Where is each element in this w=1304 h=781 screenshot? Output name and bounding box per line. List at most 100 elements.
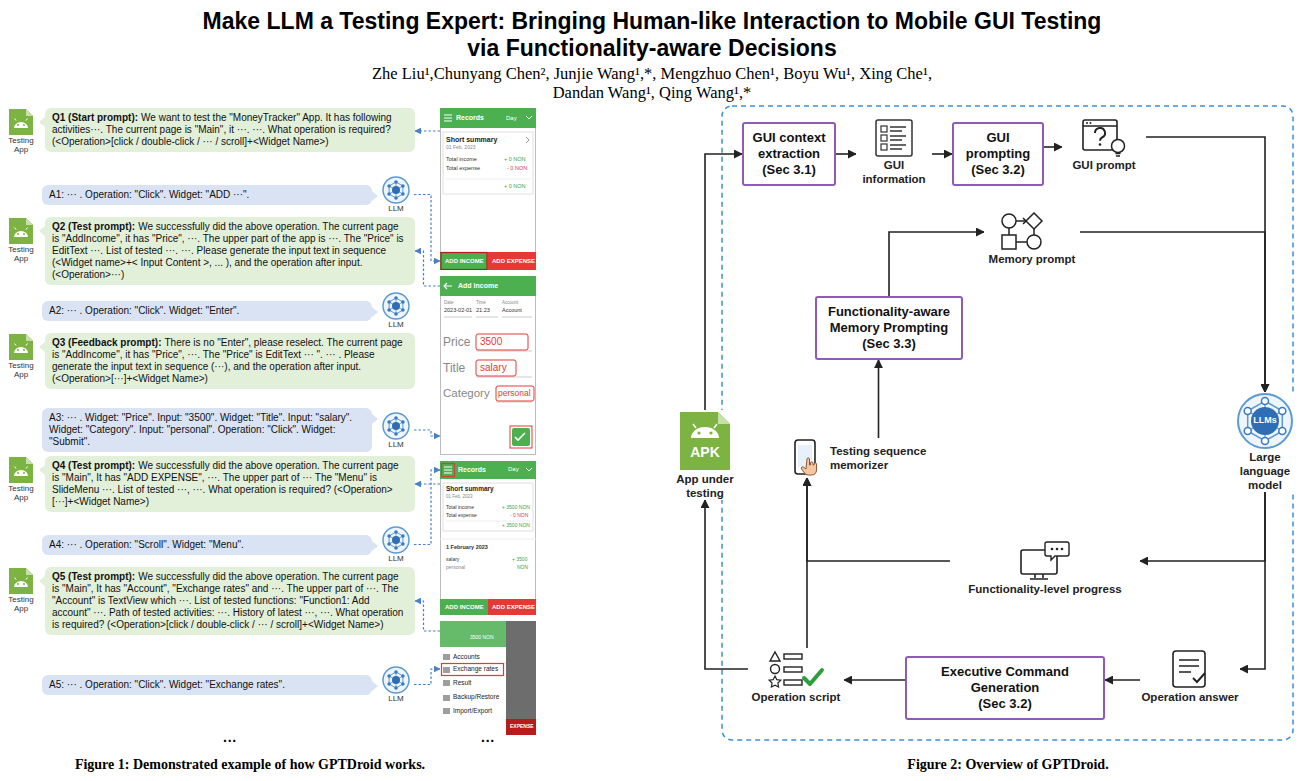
- answer-bubble-body: A4: ··· . Operation: "Scroll". Widget: "…: [42, 535, 372, 555]
- progress-icon: [1019, 540, 1071, 582]
- prompt-heading: Q1 (Start prompt):: [52, 112, 138, 123]
- box-title: Executive Command Generation: [912, 664, 1098, 696]
- icon-label: Testing App: [2, 245, 40, 263]
- memory-prompt-icon: [1002, 213, 1042, 249]
- box-title: GUI prompting: [959, 130, 1037, 162]
- icon-label: LLM: [388, 204, 404, 213]
- memory-prompt-icon: Memory prompt: [984, 212, 1080, 266]
- app-icon: [9, 334, 33, 360]
- box-title: Functionality-aware Memory Prompting: [822, 304, 956, 336]
- process-box: GUI prompting(Sec 3.2): [952, 122, 1044, 186]
- prompt-bubble: Testing AppQ3 (Feedback prompt):There is…: [2, 333, 415, 389]
- operation-script-icon: [766, 648, 826, 690]
- screen-text: ADD INCOME: [445, 604, 484, 610]
- app-screenshot: RecordsDayShort summary01 Feb, 2023Total…: [440, 461, 536, 615]
- flow-arrow: [1146, 137, 1265, 392]
- progress-icon: Functionality-level progress: [950, 540, 1140, 596]
- node-label: Testing sequence memorizer: [830, 444, 942, 472]
- answer-bubble: A3: ··· . Widget: "Price". Input: "3500"…: [42, 408, 414, 452]
- flow-arrow: [1140, 492, 1265, 561]
- screen-text: Backup/Restore: [453, 694, 499, 701]
- screen-text: 3500: [480, 337, 502, 347]
- answer-bubble-body: A1: ··· . Operation: "Click". Widget: "A…: [42, 185, 372, 205]
- screen-text: salary: [446, 557, 459, 562]
- screen-text: 01 Feb, 2023: [446, 145, 475, 150]
- screen-text: ADD INCOME: [445, 258, 484, 264]
- answer-bubble: A5: ··· . Operation: "Click". Widget: "E…: [42, 666, 414, 703]
- screen-text: Records: [458, 466, 486, 473]
- screen-text: Result: [453, 680, 471, 687]
- screen-text: 1 February 2023: [446, 545, 488, 551]
- screen-text: Total income: [446, 505, 474, 510]
- bubble-text: A1: ··· . Operation: "Click". Widget: "A…: [49, 189, 249, 200]
- bubble-text: A4: ··· . Operation: "Scroll". Widget: "…: [49, 539, 244, 550]
- screen-text: Category: [443, 388, 490, 400]
- screen-text: ADD EXPENSE: [492, 258, 535, 264]
- paper-title: Make LLM a Testing Expert: Bringing Huma…: [202, 8, 1102, 62]
- box-title: GUI context extraction: [749, 130, 829, 162]
- screenshot-illustration: [440, 276, 536, 455]
- prompt-heading: Q3 (Feedback prompt):: [52, 337, 161, 348]
- screen-text: + 0 NON: [504, 157, 526, 163]
- screen-text: 2023-02-01: [444, 308, 472, 314]
- icon-label: Testing App: [2, 136, 40, 154]
- prompt-heading: Q2 (Test prompt):: [52, 221, 135, 232]
- prompt-bubble-body: Q2 (Test prompt):We successfully did the…: [45, 217, 415, 285]
- app-icon: [9, 109, 33, 135]
- screen-text: Exchange rates: [453, 666, 498, 673]
- screen-text: Account: [502, 308, 522, 314]
- operation-answer-icon: Operation answer: [1140, 648, 1240, 704]
- screen-text: - 0 NON: [507, 166, 527, 172]
- dotted-arrow: [415, 251, 440, 286]
- screen-text: + 3500: [512, 557, 527, 562]
- gui-prompt-icon: GUI prompt: [1062, 116, 1146, 172]
- gui-prompt-icon: [1083, 120, 1125, 156]
- figure-caption: Figure 2: Overview of GPTDroid.: [758, 756, 1258, 773]
- flow-arrow: [932, 153, 952, 155]
- node-label: Operation script: [752, 690, 841, 704]
- screen-text: - 0 NON: [510, 513, 528, 518]
- flow-arrow: [889, 232, 984, 296]
- prompt-bubble: Testing AppQ1 (Start prompt):We want to …: [2, 108, 415, 154]
- screenshot-illustration: [440, 108, 536, 270]
- operation-answer-icon: [1173, 651, 1205, 687]
- app-screenshot: 3500 NONAccountsExchange ratesResultBack…: [440, 621, 536, 735]
- llm-icon: [383, 527, 409, 553]
- node-label: GUI prompt: [1072, 158, 1135, 172]
- llm-icon: [382, 176, 410, 204]
- process-box: Functionality-aware Memory Prompting(Sec…: [815, 296, 963, 360]
- flow-arrow: [836, 153, 856, 155]
- screenshot-illustration: [440, 621, 536, 735]
- operation-answer-icon: [1169, 648, 1211, 690]
- screen-text: NON: [517, 565, 528, 570]
- operation-script-icon: Operation script: [748, 648, 844, 704]
- answer-bubble-body: A3: ··· . Widget: "Price". Input: "3500"…: [42, 408, 372, 452]
- dotted-arrow: [414, 430, 440, 436]
- screen-text: Add income: [458, 282, 498, 289]
- llm-icon: [383, 667, 409, 693]
- app-icon: [677, 410, 733, 472]
- prompt-bubble: Testing AppQ4 (Test prompt):We successfu…: [2, 456, 415, 512]
- flow-arrow: [1044, 146, 1062, 148]
- llm-icon: [382, 412, 410, 440]
- app-icon: [680, 412, 730, 470]
- app-icon: [4, 333, 38, 361]
- screen-text: Short summary: [446, 486, 494, 493]
- screen-text: + 3500 NON: [502, 505, 530, 510]
- app-icon: [4, 456, 38, 484]
- icon-label: LLM: [388, 694, 404, 703]
- screen-text: Accounts: [453, 654, 480, 661]
- progress-icon: [1021, 542, 1069, 579]
- dotted-arrow: [414, 195, 440, 262]
- screen-text: Account: [502, 301, 518, 306]
- gui-information-icon: [876, 120, 912, 156]
- prompt-bubble-body: Q4 (Test prompt):We successfully did the…: [45, 456, 415, 512]
- icon-label: LLM: [388, 320, 404, 329]
- icon-text: LLMs: [1230, 416, 1300, 425]
- llm-icon: [382, 526, 410, 554]
- screen-text: Records: [456, 114, 484, 121]
- app-icon: [9, 218, 33, 244]
- screen-text: Total expense: [446, 513, 477, 518]
- prompt-bubble: Testing AppQ5 (Test prompt):We successfu…: [2, 567, 415, 635]
- bubble-text: A3: ··· . Widget: "Price". Input: "3500"…: [49, 412, 352, 447]
